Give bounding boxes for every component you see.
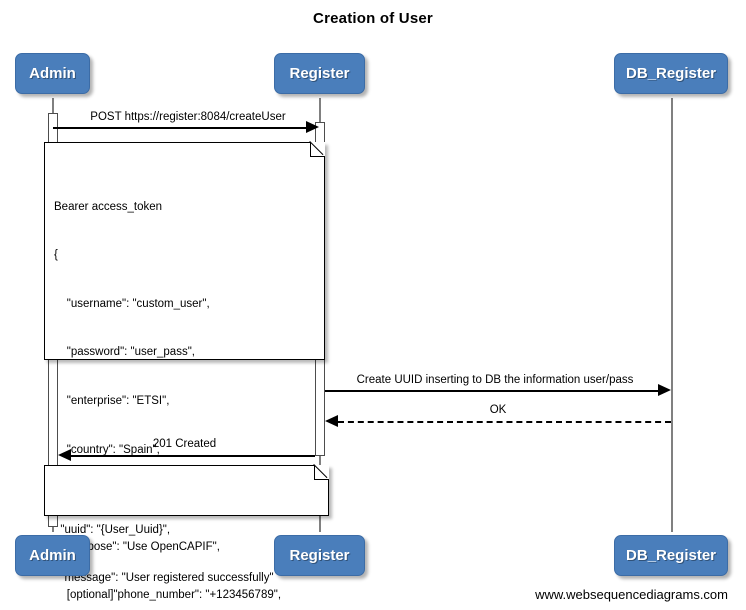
message-label-ok: OK — [489, 404, 507, 416]
note-line: "username": "custom_user", — [54, 297, 210, 310]
note-response-payload: "uuid": "{User_Uuid}", "message": "User … — [44, 465, 329, 584]
participant-admin-label-bottom: Admin — [29, 547, 76, 564]
note-line: "enterprise": "ETSI", — [54, 395, 170, 408]
participant-db-register-top[interactable]: DB_Register — [614, 53, 728, 94]
message-arrowhead-ok — [325, 415, 338, 427]
participant-db-register-label: DB_Register — [625, 65, 717, 82]
footer-watermark: www.websequencediagrams.com — [535, 587, 728, 602]
note-line: Bearer access_token — [54, 200, 163, 213]
page-title: Creation of User — [313, 10, 433, 27]
participant-admin-top[interactable]: Admin — [15, 53, 90, 94]
note-line: "country": "Spain", — [54, 443, 160, 456]
lifeline-db-register — [671, 98, 673, 532]
message-line-201-created — [71, 455, 315, 457]
message-arrowhead-create-uuid — [658, 384, 671, 396]
note-line: "uuid": "{User_Uuid}", — [54, 523, 171, 536]
participant-register-label: Register — [289, 65, 350, 82]
message-arrowhead-201-created — [58, 449, 71, 461]
note-fold-corner-icon — [314, 465, 329, 480]
message-line-create-uuid — [325, 390, 659, 392]
participant-register-top[interactable]: Register — [274, 53, 365, 94]
message-label-post-createuser: POST https://register:8084/createUser — [90, 111, 286, 123]
note-line: "password": "user_pass", — [54, 346, 195, 359]
participant-db-register-label-bottom: DB_Register — [625, 547, 717, 564]
message-label-create-uuid: Create UUID inserting to DB the informat… — [356, 374, 634, 386]
message-label-201-created: 201 Created — [152, 438, 217, 450]
participant-admin-bottom[interactable]: Admin — [15, 535, 90, 576]
message-line-ok — [338, 421, 671, 423]
participant-db-register-bottom[interactable]: DB_Register — [614, 535, 728, 576]
message-arrowhead-post-createuser — [306, 121, 319, 133]
note-request-payload: Bearer access_token { "username": "custo… — [44, 142, 325, 601]
participant-admin-label: Admin — [29, 65, 76, 82]
note-fold-corner-icon — [310, 142, 325, 157]
note-line: { — [54, 249, 58, 262]
participant-register-label-bottom: Register — [289, 547, 350, 564]
participant-register-bottom[interactable]: Register — [274, 535, 365, 576]
note-line: [optional]"phone_number": "+123456789", — [54, 589, 282, 602]
message-line-post-createuser — [53, 127, 311, 129]
